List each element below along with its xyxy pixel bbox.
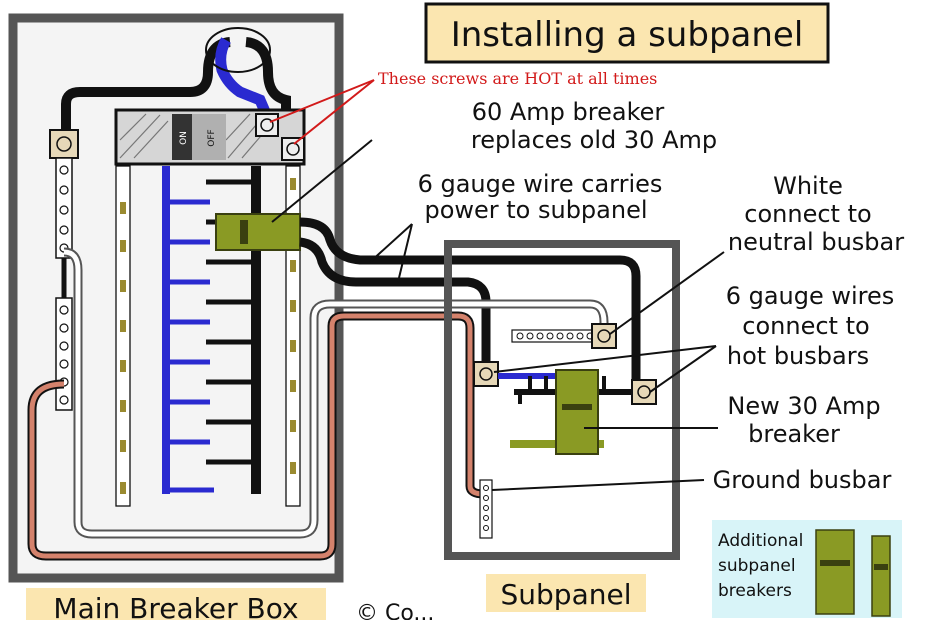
hot-screws-note: These screws are HOT at all times: [378, 69, 657, 88]
subpanel-label: Subpanel: [501, 578, 632, 611]
label-ground: Ground busbar: [713, 466, 892, 494]
sub-hot-lug-left: [473, 361, 499, 387]
main-neutral-busbar-upper: [55, 157, 73, 259]
feeder-breaker-handle: [240, 220, 248, 244]
inset-label-line3: breakers: [718, 581, 792, 601]
sub-neutral-busbar-screws: [516, 332, 594, 340]
label-new30-line1: New 30 Amp: [727, 392, 880, 420]
feeder-hot-wire-1: [299, 217, 641, 392]
additional-breakers-inset: [712, 520, 902, 618]
label-white-line3: neutral busbar: [728, 228, 904, 256]
sub-ground-busbar-screws: [483, 485, 489, 531]
hot-screw-1-head: [260, 118, 274, 132]
feeder-neutral-wire-core: [63, 249, 607, 537]
label-60a-line1: 60 Amp breaker: [472, 98, 665, 126]
breaker-switch-on: [172, 114, 192, 160]
service-hot-wire-right: [245, 37, 291, 128]
sub-hot-lug-left-screw: [479, 367, 493, 381]
label-hot-line2: connect to: [742, 312, 869, 340]
title-box: [424, 2, 830, 64]
breaker-switch-off: [192, 114, 226, 160]
breaker-off-label: OFF: [207, 129, 217, 146]
label-hot-line1: 6 gauge wires: [726, 282, 895, 310]
copyright-fragment: © Co...: [356, 601, 434, 620]
page-title: Installing a subpanel: [451, 15, 804, 55]
service-hot-wire-left: [61, 37, 231, 140]
subpanel-label-bg: [486, 574, 646, 612]
label-new30-line2: breaker: [748, 420, 840, 448]
inset-single-handle: [874, 564, 888, 570]
label-white-line2: connect to: [744, 200, 871, 228]
sub-neutral-lug: [591, 323, 617, 349]
blue-bus-fingers: [166, 199, 214, 493]
ground-wire-core: [29, 313, 485, 559]
feeder-breaker: [215, 213, 301, 251]
inset-label-line1: Additional: [718, 531, 803, 551]
feeder-hot-wire-2: [299, 237, 491, 372]
main-neutral-busbar-lower: [55, 297, 73, 411]
service-entry-grommet: [205, 27, 271, 73]
inset-single-breaker: [871, 535, 891, 617]
label-hot-line3: hot busbars: [727, 342, 869, 370]
sub-hot-lug-right: [631, 379, 657, 405]
sub-ground-busbar: [479, 479, 493, 539]
sub-new-30a-handle: [562, 404, 592, 410]
hot-screw-2-head: [286, 142, 300, 156]
hot-screw-terminal-1: [255, 113, 279, 137]
hot-screw-terminal-2: [281, 137, 305, 161]
main-slot-rail-left: [115, 165, 131, 507]
inset-double-handle: [820, 560, 850, 566]
callout-lines: [271, 139, 725, 491]
label-white-line1: White: [773, 172, 843, 200]
breaker-on-label: ON: [179, 131, 189, 145]
main-box-label: Main Breaker Box: [53, 592, 298, 620]
label-wire-line2: power to subpanel: [424, 196, 647, 224]
main-neutral-lug-screw: [56, 136, 72, 152]
label-60a-line2: replaces old 30 Amp: [471, 126, 717, 154]
label-wire-line1: 6 gauge wire carries: [418, 170, 663, 198]
hot-callout-lines: [269, 79, 375, 145]
breaker-hatching: [119, 113, 267, 159]
sub-neutral-lug-screw: [597, 329, 611, 343]
inset-double-breaker: [815, 529, 855, 615]
inset-label-line2: subpanel: [718, 556, 796, 576]
sub-new-30a-breaker: [555, 369, 599, 455]
subpanel-frame: [444, 240, 680, 560]
sub-bus-tabs: [518, 376, 606, 404]
main-neutral-lug: [49, 129, 79, 159]
main-box-label-bg: [26, 588, 326, 620]
